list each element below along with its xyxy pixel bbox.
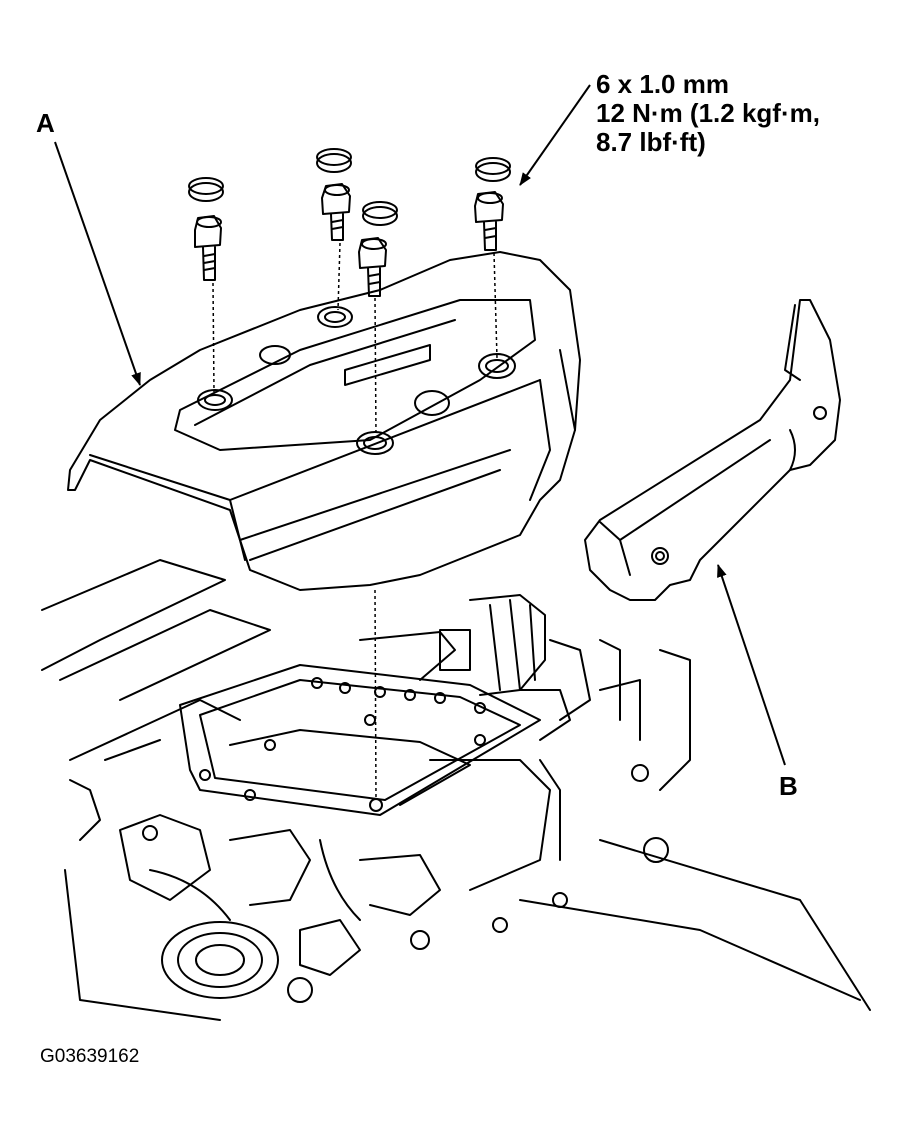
engine-body <box>41 559 871 1021</box>
intake-duct <box>469 594 546 696</box>
figure-id: G03639162 <box>40 1046 140 1067</box>
bolt-1 <box>188 177 224 281</box>
crank-pulley <box>161 921 279 999</box>
bolt-2 <box>316 148 352 241</box>
bolt-4 <box>474 157 511 251</box>
bolt-3 <box>358 201 398 297</box>
leader-line-spec <box>519 84 591 186</box>
bolt-size-text: 6 x 1.0 mm <box>596 69 729 99</box>
engine-cover-a <box>67 251 581 591</box>
label-b: B <box>779 771 798 801</box>
torque-line-1: 12 N·m (1.2 kgf·m, <box>596 98 820 128</box>
label-a: A <box>36 108 55 138</box>
leader-line-a <box>54 141 141 386</box>
side-cover-b <box>584 299 841 601</box>
leader-line-b <box>717 564 786 766</box>
torque-line-2: 8.7 lbf·ft) <box>596 127 706 157</box>
bolt-spec-callout: 6 x 1.0 mm 12 N·m (1.2 kgf·m, 8.7 lbf·ft… <box>596 70 820 157</box>
intake-plate <box>179 664 541 816</box>
